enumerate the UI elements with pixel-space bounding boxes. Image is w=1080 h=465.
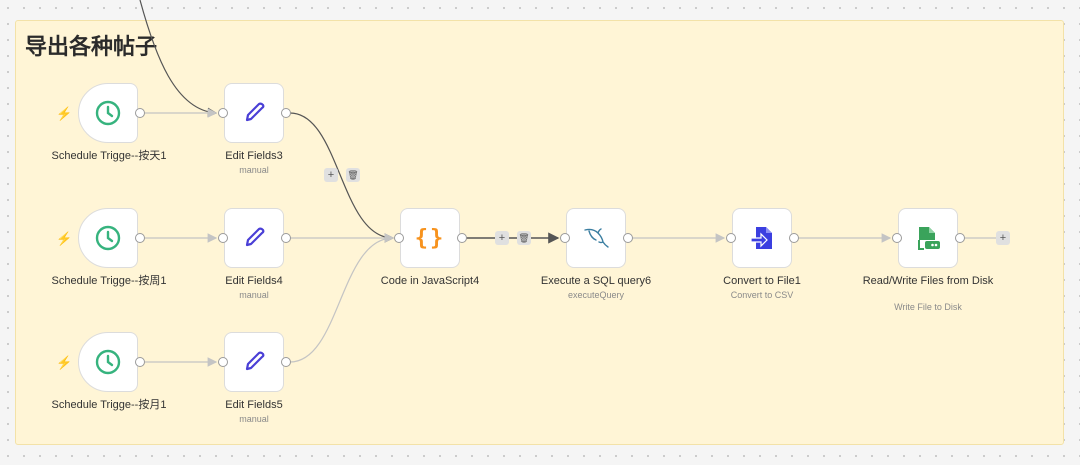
edge-add-button[interactable]: +	[495, 231, 509, 245]
node-label: Schedule Trigge--按天1	[51, 150, 167, 162]
output-handle[interactable]	[955, 233, 965, 243]
input-handle[interactable]	[892, 233, 902, 243]
node-subtitle: manual	[239, 290, 269, 300]
output-handle[interactable]	[135, 357, 145, 367]
file-disk-icon	[918, 227, 940, 250]
input-handle[interactable]	[218, 233, 228, 243]
edge-delete-button[interactable]: 🗑	[346, 168, 360, 182]
node-edit-fields4[interactable]	[224, 208, 284, 268]
clock-icon	[95, 100, 121, 126]
node-label: Edit Fields5	[225, 399, 283, 411]
output-handle[interactable]	[281, 357, 291, 367]
node-label: Schedule Trigge--按月1	[51, 399, 167, 411]
node-label: Execute a SQL query6	[540, 275, 652, 287]
output-handle[interactable]	[281, 233, 291, 243]
node-subtitle: Write File to Disk	[894, 302, 962, 312]
output-handle[interactable]	[623, 233, 633, 243]
input-handle[interactable]	[218, 357, 228, 367]
node-schedule-trigger-day[interactable]	[78, 83, 138, 143]
output-handle[interactable]	[457, 233, 467, 243]
trigger-bolt-icon: ⚡	[56, 106, 73, 121]
sticky-note-title: 导出各种帖子	[25, 34, 158, 59]
output-handle[interactable]	[281, 108, 291, 118]
pencil-icon	[245, 102, 265, 122]
node-label: Code in JavaScript4	[380, 275, 480, 287]
node-convert-to-file[interactable]	[732, 208, 792, 268]
output-handle[interactable]	[135, 233, 145, 243]
node-label: Schedule Trigge--按周1	[51, 275, 167, 287]
connection-edit5-code	[289, 233, 395, 363]
sticky-note[interactable]: 导出各种帖子	[15, 20, 1064, 445]
input-handle[interactable]	[560, 233, 570, 243]
pencil-icon	[245, 351, 265, 371]
trigger-bolt-icon: ⚡	[56, 231, 73, 246]
node-edit-fields5[interactable]	[224, 332, 284, 392]
clock-icon	[95, 225, 121, 251]
node-subtitle: manual	[239, 414, 269, 424]
trigger-bolt-icon: ⚡	[56, 355, 73, 370]
node-edit-fields3[interactable]	[224, 83, 284, 143]
code-braces-icon: {}	[414, 225, 446, 251]
node-label: Edit Fields3	[225, 150, 283, 162]
output-handle[interactable]	[135, 108, 145, 118]
node-label: Edit Fields4	[225, 275, 283, 287]
add-next-node-button[interactable]: +	[996, 231, 1010, 245]
output-handle[interactable]	[789, 233, 799, 243]
connection-edit3-code	[289, 112, 395, 243]
node-subtitle: executeQuery	[567, 290, 625, 300]
input-handle[interactable]	[394, 233, 404, 243]
node-schedule-trigger-week[interactable]	[78, 208, 138, 268]
node-label: Read/Write Files from Disk	[862, 275, 994, 287]
file-arrow-icon	[750, 227, 772, 249]
node-subtitle: manual	[239, 165, 269, 175]
mysql-dolphin-icon	[584, 228, 609, 248]
node-execute-sql[interactable]	[566, 208, 626, 268]
node-subtitle: Convert to CSV	[730, 290, 794, 300]
clock-icon	[95, 349, 121, 375]
input-handle[interactable]	[726, 233, 736, 243]
edge-delete-button[interactable]: 🗑	[517, 231, 531, 245]
node-read-write-files[interactable]	[898, 208, 958, 268]
pencil-icon	[245, 227, 265, 247]
input-handle[interactable]	[218, 108, 228, 118]
node-schedule-trigger-month[interactable]	[78, 332, 138, 392]
edge-add-button[interactable]: +	[324, 168, 338, 182]
node-code-javascript[interactable]: {}	[400, 208, 460, 268]
node-label: Convert to File1	[723, 275, 801, 287]
connection-incoming	[139, 0, 218, 118]
